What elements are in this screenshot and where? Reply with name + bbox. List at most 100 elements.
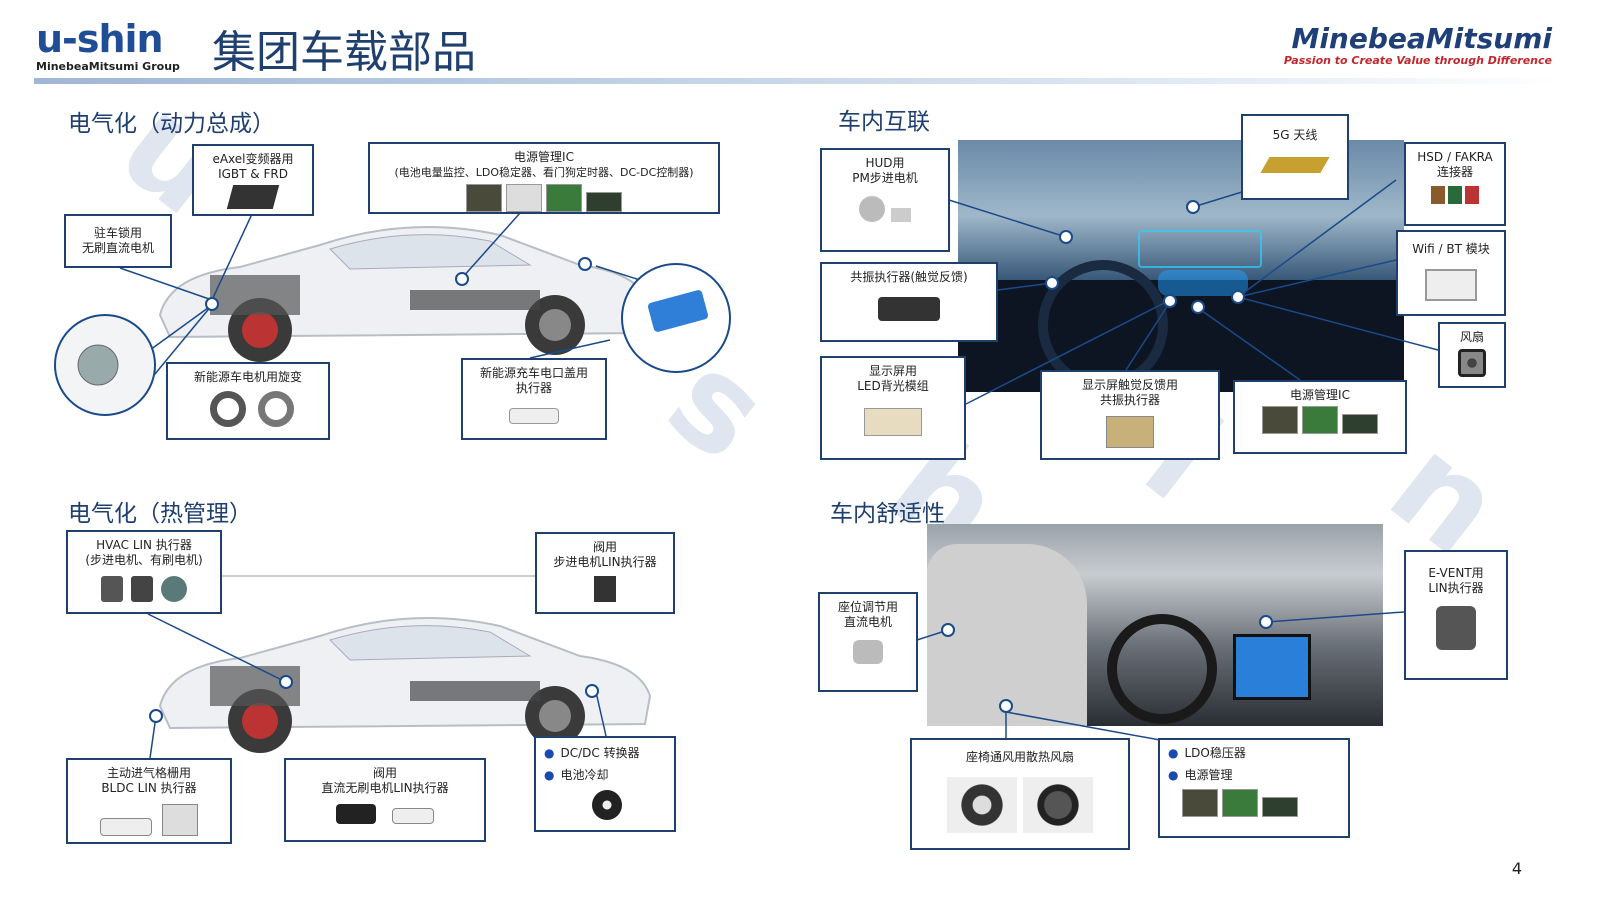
stepper-motor-image: [822, 196, 948, 226]
label-seat-adjust-motor: 座位调节用 直流电机: [818, 592, 918, 692]
section-title-connectivity: 车内互联: [838, 109, 930, 135]
backlight-image: [864, 408, 922, 436]
hotspot-display[interactable]: [1163, 294, 1177, 308]
page-title: 集团车载部品: [212, 27, 476, 78]
hotspot-grille[interactable]: [149, 709, 163, 723]
valve-actuator-image: [594, 576, 616, 602]
label-line: eAxel变频器用: [212, 152, 294, 166]
label-haptic-actuator: 共振执行器(触觉反馈): [820, 262, 998, 342]
label-line: 新能源车电机用旋变: [193, 370, 302, 384]
label-active-grille-actuator: 主动进气格栅用 BLDC LIN 执行器: [66, 758, 232, 844]
touch-actuator-image: [1106, 416, 1154, 448]
label-line: LIN执行器: [1428, 581, 1484, 595]
ic-chips-image: [1235, 403, 1405, 441]
label-line: HSD / FAKRA: [1417, 150, 1493, 164]
hotspot-hud[interactable]: [1059, 230, 1073, 244]
comfort-connectors: [916, 611, 1405, 741]
label-line: 电源管理IC: [514, 150, 574, 164]
hotspot-haptic[interactable]: [1045, 276, 1059, 290]
label-line: 直流电机: [843, 615, 892, 629]
haptic-actuator-image: [878, 297, 940, 321]
label-line: 共振执行器: [1099, 393, 1160, 407]
label-line: 执行器: [515, 381, 552, 395]
label-line: 5G 天线: [1272, 128, 1318, 142]
section-title-thermal: 电气化（热管理）: [68, 501, 252, 527]
ic-chips-image: [370, 181, 718, 219]
label-line: 阀用: [592, 540, 617, 554]
dc-motor-image: [853, 640, 883, 664]
powertrain-connectors: [54, 212, 731, 416]
hotspot-battery[interactable]: [585, 684, 599, 698]
label-ldo-power: LDO稳压器 电源管理: [1158, 738, 1350, 838]
label-line: Wifi / BT 模块: [1412, 242, 1490, 256]
hvac-actuator-image: [68, 576, 220, 606]
hotspot-seat-fan[interactable]: [999, 699, 1013, 713]
minebea-logo: MinebeaMitsumi Passion to Create Value t…: [1283, 22, 1552, 68]
label-line: 直流无刷电机LIN执行器: [321, 781, 449, 795]
hotspot-hvac[interactable]: [279, 675, 293, 689]
label-line: 座位调节用: [837, 600, 898, 614]
hotspot-power-ic[interactable]: [1191, 300, 1205, 314]
label-valve-stepper-lin: 阀用 步进电机LIN执行器: [535, 532, 675, 614]
label-line: 主动进气格栅用: [106, 766, 191, 780]
brand-tagline: Passion to Create Value through Differen…: [1283, 54, 1552, 67]
connector-image: [1406, 186, 1504, 208]
ushin-logo: u-shin MinebeaMitsumi Group: [36, 18, 181, 73]
bullet-power-management: 电源管理: [1160, 764, 1348, 786]
bldc-actuator-image: [286, 804, 484, 828]
hotspot-eaxel[interactable]: [205, 297, 219, 311]
label-resolver: 新能源车电机用旋变: [166, 362, 330, 440]
header-rule: [34, 78, 1564, 84]
label-hvac-lin-actuator: HVAC LIN 执行器 (步进电机、有刷电机): [66, 530, 222, 614]
label-power-management-ic: 电源管理IC (电池电量监控、LDO稳定器、看门狗定时器、DC-DC控制器): [368, 142, 720, 214]
wifi-module-image: [1425, 269, 1477, 301]
section-title-powertrain: 电气化（动力总成）: [68, 111, 275, 137]
logo-text: u-shin: [36, 17, 164, 61]
label-hud-stepper-motor: HUD用 PM步进电机: [820, 148, 950, 252]
label-line: 显示屏用: [868, 364, 917, 378]
hotspot-charge-port[interactable]: [578, 257, 592, 271]
blower-fan-image: [592, 790, 622, 820]
grille-actuator-image: [68, 804, 230, 840]
fan-images: [912, 777, 1128, 837]
label-eaxel-igbt: eAxel变频器用 IGBT & FRD: [192, 144, 314, 216]
label-line: PM步进电机: [852, 171, 918, 185]
bullet-dcdc: DC/DC 转换器: [536, 742, 674, 764]
label-charge-port-actuator: 新能源充车电口盖用 执行器: [461, 358, 607, 440]
e-vent-actuator-image: [1436, 606, 1476, 650]
label-seat-ventilation-fan: 座椅通风用散热风扇: [910, 738, 1130, 850]
label-line: 连接器: [1436, 165, 1473, 179]
resolver-image: [168, 391, 328, 431]
bullet-ldo: LDO稳压器: [1160, 742, 1348, 764]
label-line: 步进电机LIN执行器: [553, 555, 657, 569]
interior-photo: [927, 524, 1383, 726]
hotspot-wifi[interactable]: [1231, 290, 1245, 304]
label-5g-antenna: 5G 天线: [1241, 114, 1349, 200]
car-illustration-thermal: [158, 617, 652, 753]
label-line: 共振执行器(触觉反馈): [850, 270, 968, 284]
label-line: HVAC LIN 执行器: [96, 538, 192, 552]
label-led-backlight: 显示屏用 LED背光模组: [820, 356, 966, 460]
label-e-vent-actuator: E-VENT用 LIN执行器: [1404, 550, 1508, 680]
label-display-haptic-actuator: 显示屏触觉反馈用 共振执行器: [1040, 370, 1220, 460]
label-line: HUD用: [865, 156, 905, 170]
label-power-ic-connectivity: 电源管理IC: [1233, 380, 1407, 454]
label-fan: 风扇: [1438, 322, 1506, 388]
hotspot-pmic[interactable]: [455, 272, 469, 286]
car-illustration-powertrain: [158, 226, 652, 362]
label-hsd-fakra-connector: HSD / FAKRA 连接器: [1404, 142, 1506, 226]
label-line: (电池电量监控、LDO稳定器、看门狗定时器、DC-DC控制器): [394, 166, 694, 179]
label-line: (步进电机、有刷电机): [85, 553, 203, 567]
bullet-battery-cooling: 电池冷却: [536, 764, 674, 786]
label-wifi-bt-module: Wifi / BT 模块: [1396, 230, 1506, 316]
hotspot-5g-antenna[interactable]: [1186, 200, 1200, 214]
label-line: 电源管理IC: [1290, 388, 1350, 402]
label-line: 阀用: [372, 766, 397, 780]
label-valve-bldc-lin: 阀用 直流无刷电机LIN执行器: [284, 758, 486, 842]
brand-name: MinebeaMitsumi: [1291, 22, 1552, 55]
fan-icon: [1458, 349, 1486, 377]
thermal-connectors: [147, 575, 607, 759]
hotspot-e-vent[interactable]: [1259, 615, 1273, 629]
hotspot-seat-motor[interactable]: [941, 623, 955, 637]
label-dcdc-battery: DC/DC 转换器 电池冷却: [534, 736, 676, 832]
